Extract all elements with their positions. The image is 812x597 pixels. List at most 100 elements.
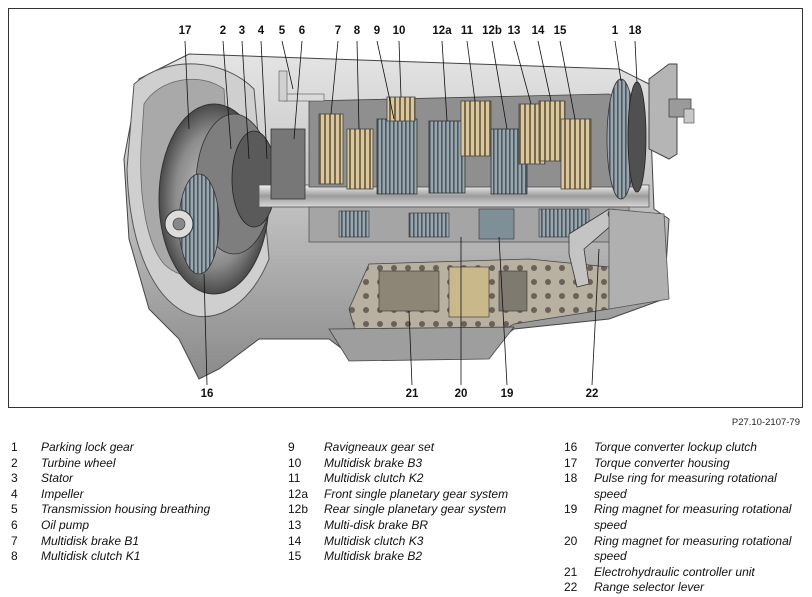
callout-12b: 12b: [482, 25, 502, 37]
legend-item-number: 22: [564, 580, 578, 595]
legend-item-label: Torque converter lockup clutch: [594, 440, 757, 454]
legend-item: 16 Torque converter lockup clutch: [564, 440, 804, 456]
legend-item-label: Torque converter housing: [594, 455, 730, 470]
legend-item-label: Range selector lever: [594, 580, 705, 595]
legend-item-number: 10: [288, 455, 302, 470]
legend-item: 1 Parking lock gear: [11, 440, 271, 456]
legend-item-label: Multidisk clutch K1: [41, 549, 141, 564]
oil-pan: [328, 326, 515, 362]
callout-2: 2: [219, 25, 227, 37]
callout-22: 22: [585, 388, 599, 400]
callout-8: 8: [353, 25, 361, 37]
legend-item: 8 Multidisk clutch K1: [11, 549, 271, 565]
callout-12a: 12a: [432, 25, 452, 37]
multidisk-brake-b2: [560, 118, 592, 190]
legend-item-number: 16: [564, 440, 578, 454]
legend-item-number: 6: [11, 517, 18, 532]
callout-leader-lines: [184, 40, 638, 386]
callout-14: 14: [531, 25, 545, 37]
callout-15: 15: [553, 25, 567, 37]
callout-3: 3: [238, 25, 246, 37]
callout-17: 17: [178, 25, 192, 37]
legend-item-label: Ravigneaux gear set: [324, 440, 435, 454]
legend-item-label: Multidisk brake B1: [41, 533, 140, 548]
legend-item: 6 Oil pump: [11, 518, 271, 534]
legend-item: 19 Ring magnet for measuring rotational s…: [564, 502, 804, 533]
front-planetary-gear: [428, 120, 466, 194]
pulse-ring: [627, 81, 647, 193]
legend-item: 10 Multidisk brake B3: [288, 456, 548, 472]
legend-item-number: 13: [288, 517, 302, 532]
callout-19: 19: [500, 388, 514, 400]
legend-item-label: Impeller: [41, 486, 84, 501]
multidisk-brake-b3: [386, 96, 416, 122]
legend-item-label: Multidisk brake B3: [324, 455, 423, 470]
legend-item-label: Multidisk clutch K3: [324, 533, 424, 548]
legend-item-label: Stator: [41, 471, 74, 486]
callout-20: 20: [454, 388, 468, 400]
legend-item: 18 Pulse ring for measuring rotational sp…: [564, 471, 804, 502]
legend-item-number: 7: [11, 533, 18, 548]
legend-item: 2 Turbine wheel: [11, 456, 271, 472]
legend-item: 7 Multidisk brake B1: [11, 534, 271, 550]
callout-6: 6: [298, 25, 306, 37]
callout-1: 1: [611, 25, 619, 37]
callout-16: 16: [200, 388, 214, 400]
legend-item-number: 8: [11, 549, 18, 564]
legend-item-number: 12b: [288, 502, 309, 517]
legend-item-number: 15: [288, 549, 302, 564]
multidisk-brake-b1: [318, 113, 344, 185]
legend-item-label: Ring magnet for measuring rotational spe…: [594, 533, 792, 564]
legend-item-label: Multidisk brake B2: [324, 549, 423, 564]
callout-13: 13: [507, 25, 521, 37]
transmission-illustration: [123, 40, 695, 386]
legend-item-number: 14: [288, 533, 302, 548]
legend-item-label: Pulse ring for measuring rotational spee…: [594, 471, 777, 501]
legend-item: 12b Rear single planetary gear system: [288, 502, 548, 518]
legend-item-number: 12a: [288, 486, 309, 501]
legend-item-label: Ring magnet for measuring rotational spe…: [594, 502, 792, 532]
legend-item-number: 18: [564, 471, 578, 486]
legend-item-number: 19: [564, 502, 578, 517]
figure-reference-code: P27.10-2107-79: [731, 417, 800, 428]
legend-item-number: 3: [11, 471, 18, 486]
ravigneaux-gear-set: [376, 118, 418, 195]
legend-item-label: Multi-disk brake BR: [324, 517, 429, 532]
legend-item-label: Parking lock gear: [41, 440, 134, 454]
callout-7: 7: [334, 25, 342, 37]
legend-item-label: Electrohydraulic controller unit: [594, 564, 755, 579]
callout-4: 4: [257, 25, 265, 37]
output-flange: [648, 63, 678, 160]
legend-item: 14 Multidisk clutch K3: [288, 534, 548, 550]
legend-item-number: 20: [564, 533, 578, 548]
legend-item: 15 Multidisk brake B2: [288, 549, 548, 565]
legend-item-label: Transmission housing breathing: [41, 502, 211, 517]
legend-item-number: 11: [288, 471, 301, 486]
housing-breather: [283, 93, 325, 102]
legend-item-number: 1: [11, 440, 18, 454]
callout-21: 21: [405, 388, 419, 400]
oil-pump: [270, 128, 306, 200]
multidisk-clutch-k1: [346, 128, 374, 190]
legend-item: 20 Ring magnet for measuring rotational s…: [564, 534, 804, 565]
callout-10: 10: [392, 25, 406, 37]
legend-item-label: Rear single planetary gear system: [324, 502, 507, 517]
callout-5: 5: [278, 25, 286, 37]
legend-item-number: 2: [11, 455, 18, 470]
legend-item-label: Oil pump: [41, 517, 90, 532]
callout-18: 18: [628, 25, 642, 37]
multidisk-clutch-k2: [460, 100, 492, 157]
legend-item-label: Turbine wheel: [41, 455, 116, 470]
legend-item: 13 Multi-disk brake BR: [288, 518, 548, 534]
